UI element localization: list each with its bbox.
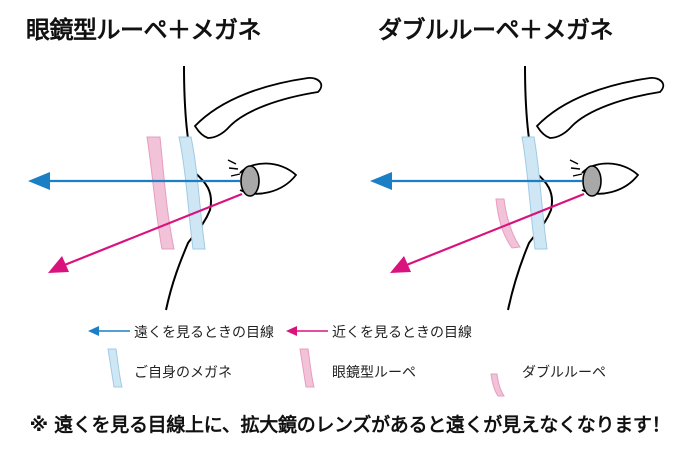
warning-note: ※ 遠くを見る目線上に、拡大鏡のレンズがあると遠くが見えなくなります！ (29, 414, 671, 436)
eyebrow-left (193, 77, 323, 139)
own-glasses-lens-right (521, 136, 548, 250)
near-gaze-arrowhead-right (390, 256, 411, 273)
title-glasses-type-loupe: 眼鏡型ルーペ＋メガネ (26, 16, 262, 44)
near-gaze-arrow-left (61, 192, 243, 268)
eye-outline-left (239, 162, 298, 195)
legend-glasses-type-loupe-label: 眼鏡型ルーペ (332, 365, 416, 381)
legend-far-gaze-arrowhead (88, 326, 99, 336)
legend-double-loupe-swatch (490, 373, 505, 397)
loupe-lens-left (146, 136, 175, 250)
far-gaze-arrowhead-left (28, 172, 50, 190)
title-double-loupe: ダブルルーペ＋メガネ (378, 16, 614, 44)
right-panel (370, 65, 665, 311)
near-gaze-arrow-right (403, 192, 585, 268)
face-profile-right (507, 65, 553, 311)
left-panel (28, 65, 323, 311)
near-gaze-arrowhead-left (48, 256, 69, 273)
iris-left (240, 165, 260, 197)
eyebrow-right (535, 77, 665, 139)
eye-outline-right (581, 162, 640, 195)
legend-own-glasses-swatch (107, 348, 123, 388)
legend (88, 326, 505, 397)
legend-near-gaze-label: 近くを見るときの目線 (332, 325, 472, 341)
iris-right (582, 165, 602, 197)
legend-near-gaze-arrowhead (286, 326, 297, 336)
eyelashes-left (227, 159, 241, 177)
face-profile-left (165, 65, 212, 311)
legend-own-glasses-label: ご自身のメガネ (134, 365, 232, 381)
own-glasses-lens-left (178, 136, 206, 250)
legend-double-loupe-label: ダブルルーペ (522, 365, 606, 381)
far-gaze-arrowhead-right (370, 172, 392, 190)
legend-loupe-swatch (299, 348, 315, 388)
eyelashes-right (569, 159, 583, 177)
legend-far-gaze-label: 遠くを見るときの目線 (134, 325, 274, 341)
